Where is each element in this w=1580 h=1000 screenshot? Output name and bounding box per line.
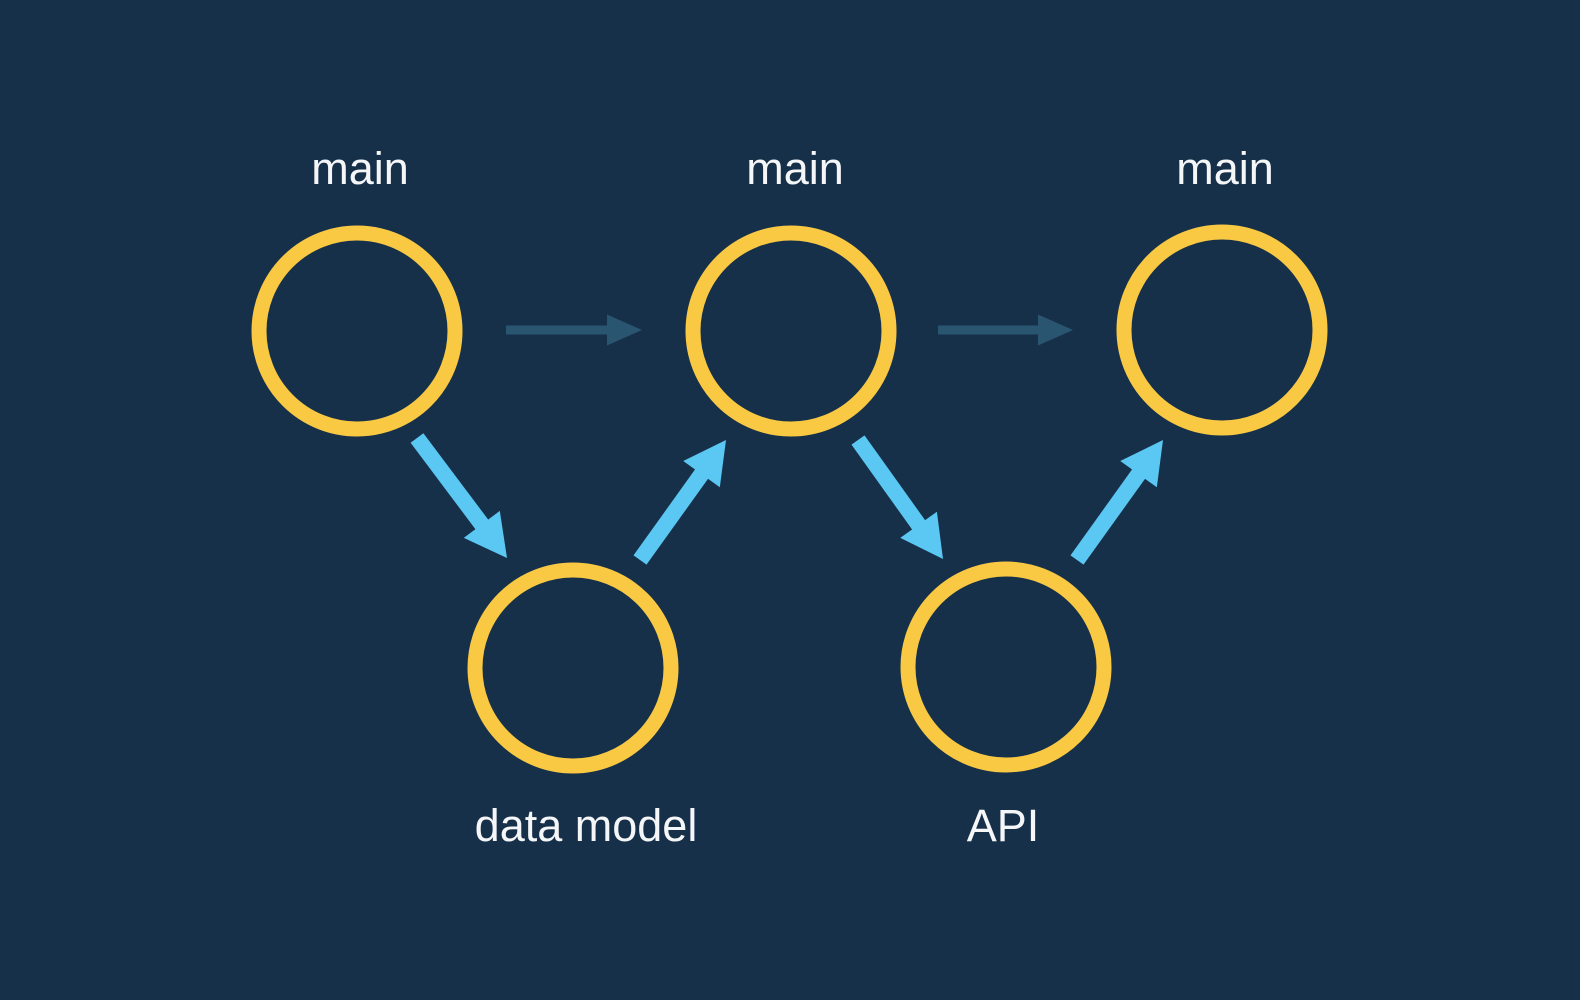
arrow-head: [683, 440, 726, 488]
arrow-shaft: [633, 468, 709, 565]
node-circle-api: [900, 561, 1112, 773]
node-label-main-2: main: [746, 143, 844, 194]
arrow-head: [900, 511, 943, 559]
arrow-shaft: [851, 435, 926, 531]
node-circle-main-1: [251, 225, 463, 437]
branch-arrow-data-model-to-main-2: [633, 440, 726, 565]
node-label-data-model: data model: [475, 800, 698, 851]
node-circle-main-2: [685, 225, 897, 437]
commit-arrow-main-2-to-main-3: [938, 314, 1073, 346]
node-circle-data-model: [467, 562, 679, 774]
branch-arrow-main-2-to-api: [851, 435, 943, 559]
arrow-shaft: [1070, 468, 1146, 565]
node-circle-main-3: [1116, 224, 1328, 436]
arrow-head: [607, 314, 642, 346]
commit-arrow-main-1-to-main-2: [506, 314, 642, 346]
branch-arrow-api-to-main-3: [1070, 440, 1163, 565]
arrow-head: [1120, 440, 1163, 488]
node-label-api: API: [967, 800, 1040, 851]
node-label-main-3: main: [1176, 143, 1274, 194]
branch-arrow-main-1-to-data-model: [410, 433, 507, 558]
arrow-head: [463, 510, 507, 558]
arrow-head: [1038, 314, 1073, 346]
arrow-shaft: [410, 433, 489, 531]
node-label-main-1: main: [311, 143, 409, 194]
